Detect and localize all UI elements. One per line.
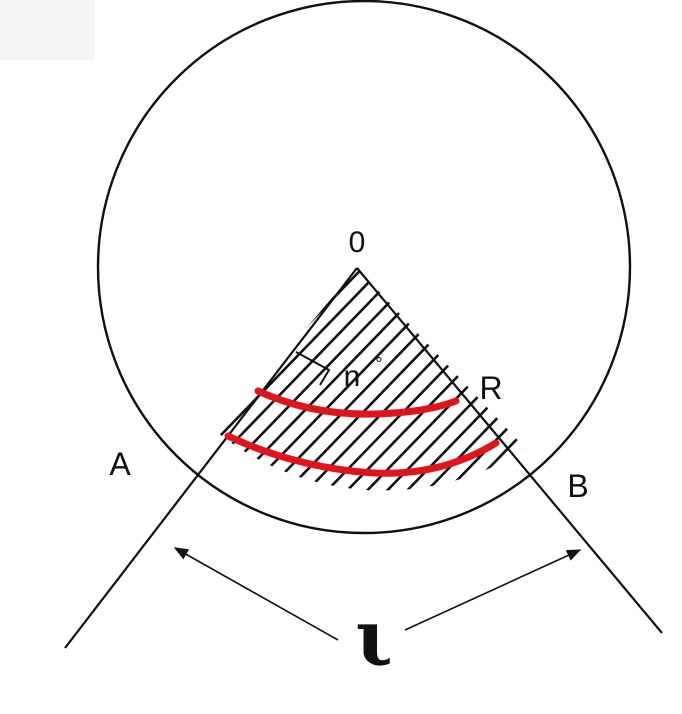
highlight-arc-lower bbox=[224, 432, 500, 477]
hatch-line bbox=[379, 268, 526, 491]
label-arc-length: ι bbox=[355, 593, 393, 684]
label-point-a: A bbox=[109, 446, 131, 482]
radius-line-b bbox=[356, 267, 663, 634]
highlight-arc-upper bbox=[254, 387, 460, 418]
hatch-line bbox=[218, 268, 401, 491]
label-center: 0 bbox=[349, 226, 366, 259]
hatch-line bbox=[0, 250, 180, 560]
label-angle: n bbox=[344, 360, 361, 393]
hatch-line bbox=[218, 268, 241, 491]
arrow-left bbox=[173, 547, 339, 641]
hatch-line bbox=[580, 250, 682, 560]
sector-hatching bbox=[0, 250, 682, 560]
hatch-line bbox=[640, 250, 682, 560]
hatch-line bbox=[218, 268, 361, 491]
hatch-line bbox=[218, 268, 281, 491]
hatch-line bbox=[419, 268, 526, 491]
hatch-line bbox=[519, 268, 526, 491]
hatch-line bbox=[218, 268, 261, 491]
scan-artifact bbox=[0, 0, 95, 60]
angle-mark bbox=[295, 351, 331, 386]
label-point-b: B bbox=[567, 468, 588, 504]
hatch-line bbox=[218, 268, 321, 491]
arrow-right bbox=[404, 549, 582, 631]
hatch-line bbox=[600, 250, 682, 560]
hatch-line bbox=[218, 268, 421, 491]
label-radius: R bbox=[479, 370, 502, 406]
hatch-line bbox=[479, 268, 526, 491]
hatch-line bbox=[319, 268, 526, 491]
hatch-line bbox=[359, 268, 526, 491]
hatch-line bbox=[218, 268, 301, 491]
radius-line-a bbox=[64, 267, 358, 649]
circle bbox=[96, 0, 632, 535]
hatch-line bbox=[218, 268, 221, 491]
hatch-line bbox=[560, 250, 682, 560]
hatch-line bbox=[660, 250, 682, 560]
label-degree: ° bbox=[375, 354, 382, 374]
